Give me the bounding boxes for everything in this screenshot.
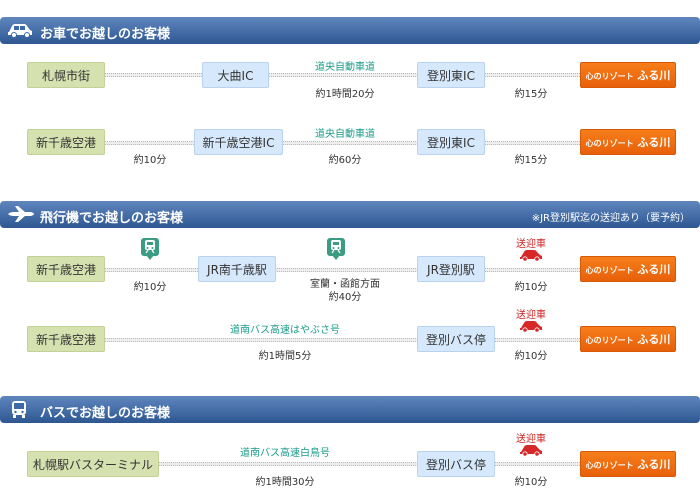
route-line [158,462,420,466]
travel-time: 約40分 [328,292,362,303]
train-icon [141,238,159,260]
origin-sapporo-city: 札幌市街 [27,62,105,88]
travel-time: 約10分 [133,155,167,166]
travel-time: 約15分 [514,89,548,100]
destination-name: ふる川 [637,136,671,149]
shuttle-label: 送迎車 [516,310,546,321]
route-line [104,268,200,272]
travel-time: 約10分 [514,351,548,362]
travel-time: 約1時間20分 [315,89,375,100]
node-jr-noboribetsu: JR登別駅 [417,256,485,282]
destination-name: ふる川 [637,263,671,276]
section-header-bus: バスでお越しのお客様 [0,396,700,423]
node-noboribetsu-bus-stop: 登別バス停 [417,451,495,477]
destination-prefix: 心のリゾート [585,461,634,470]
origin-sapporo-bus-terminal: 札幌駅バスターミナル [27,451,159,477]
route-line [282,141,420,145]
origin-new-chitose-airport: 新千歳空港 [27,256,105,282]
origin-new-chitose-airport: 新千歳空港 [27,326,105,352]
destination-prefix: 心のリゾート [585,266,634,275]
route-name: 道央自動車道 [315,129,375,140]
destination-name: ふる川 [637,458,671,471]
destination-furukawa[interactable]: 心のリゾート ふる川 [580,129,676,155]
travel-time: 約1時間5分 [258,351,312,362]
route-line [484,73,584,77]
destination-furukawa[interactable]: 心のリゾート ふる川 [580,326,676,352]
route-name: 道南バス高速はやぶさ号 [230,325,340,336]
node-jr-minami-chitose: JR南千歳駅 [198,256,276,282]
train-icon [327,238,345,260]
node-noboribetsu-higashi-ic: 登別東IC [417,129,485,155]
shuttle-label: 送迎車 [516,239,546,250]
route-line [494,462,584,466]
travel-time: 約1時間30分 [255,477,315,488]
destination-prefix: 心のリゾート [585,72,634,81]
destination-furukawa[interactable]: 心のリゾート ふる川 [580,62,676,88]
route-line [104,141,196,145]
car-icon [6,21,34,43]
route-line [268,73,420,77]
travel-time: 約15分 [514,155,548,166]
destination-name: ふる川 [637,69,671,82]
origin-new-chitose-airport: 新千歳空港 [27,129,105,155]
shuttle-car-icon [519,247,543,266]
destination-prefix: 心のリゾート [585,336,634,345]
node-noboribetsu-higashi-ic: 登別東IC [417,62,485,88]
section-title-bus: バスでお越しのお客様 [40,406,171,421]
airplane-icon [6,205,36,227]
travel-time: 約10分 [514,282,548,293]
travel-time: 約10分 [133,282,167,293]
node-omagari-ic: 大曲IC [202,62,269,88]
node-noboribetsu-bus-stop: 登別バス停 [417,326,495,352]
shuttle-car-icon [519,318,543,337]
destination-furukawa[interactable]: 心のリゾート ふる川 [580,451,676,477]
route-line [494,338,584,342]
train-direction: 室蘭・函館方面 [310,279,380,290]
shuttle-note: ※JR登別駅迄の送迎あり（要予約） [531,213,690,224]
section-title-car: お車でお越しのお客様 [40,27,171,42]
route-line [104,338,420,342]
travel-time: 約60分 [328,155,362,166]
route-line [104,73,202,77]
travel-time: 約10分 [514,477,548,488]
shuttle-label: 送迎車 [516,434,546,445]
section-header-car: お車でお越しのお客様 [0,17,700,44]
route-name: 道央自動車道 [315,62,375,73]
route-line [484,141,584,145]
destination-prefix: 心のリゾート [585,139,634,148]
route-line [484,268,584,272]
destination-furukawa[interactable]: 心のリゾート ふる川 [580,256,676,282]
route-line [275,268,420,272]
section-header-plane: 飛行機でお越しのお客様 ※JR登別駅迄の送迎あり（要予約） [0,201,700,228]
shuttle-car-icon [519,442,543,461]
route-name: 道南バス高速白鳥号 [240,448,330,459]
section-title-plane: 飛行機でお越しのお客様 [40,211,184,226]
bus-icon [10,400,28,423]
node-new-chitose-ic: 新千歳空港IC [194,129,283,155]
destination-name: ふる川 [637,333,671,346]
